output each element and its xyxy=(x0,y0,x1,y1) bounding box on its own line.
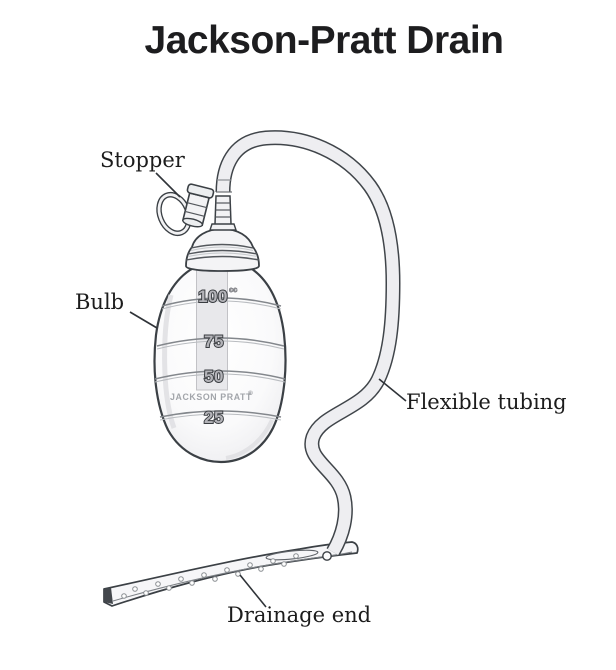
graduation-50: 50 xyxy=(204,367,224,386)
graduation-unit: cc xyxy=(229,285,237,294)
bulb-leader-line xyxy=(129,311,158,329)
graduation-100: 100 xyxy=(198,287,228,306)
flexible-tubing-graphic xyxy=(215,130,401,556)
graduation-lines xyxy=(154,297,286,421)
tubing-leader-line xyxy=(378,378,407,402)
graduation-75: 75 xyxy=(204,332,224,351)
stopper-label: Stopper xyxy=(100,148,185,172)
graduation-25: 25 xyxy=(204,408,224,427)
drainage-end-graphic xyxy=(103,541,359,607)
drainage-end-label: Drainage end xyxy=(227,603,372,627)
brand-text: JACKSON PRATT xyxy=(170,392,252,402)
bulb-cap-graphic xyxy=(185,228,260,272)
drain-leader-line xyxy=(239,574,267,608)
bulb-graphic: 100 cc 75 50 25 JACKSON PRATT ® xyxy=(153,262,287,464)
stopper-graphic xyxy=(156,183,215,237)
leader-lines xyxy=(129,172,407,608)
bulb-label: Bulb xyxy=(75,290,125,314)
stopper-leader-line xyxy=(155,172,181,198)
drain-tip-opening xyxy=(104,587,113,604)
connector-stem-graphic xyxy=(209,195,237,231)
measuring-strip xyxy=(196,268,228,391)
brand-registered-mark: ® xyxy=(248,389,253,397)
diagram-title: Jackson-Pratt Drain xyxy=(144,19,504,62)
drain-slit xyxy=(265,549,319,561)
drain-perforations xyxy=(121,553,299,599)
flexible-tubing-label: Flexible tubing xyxy=(406,390,567,414)
drain-junction-hole xyxy=(322,551,332,561)
